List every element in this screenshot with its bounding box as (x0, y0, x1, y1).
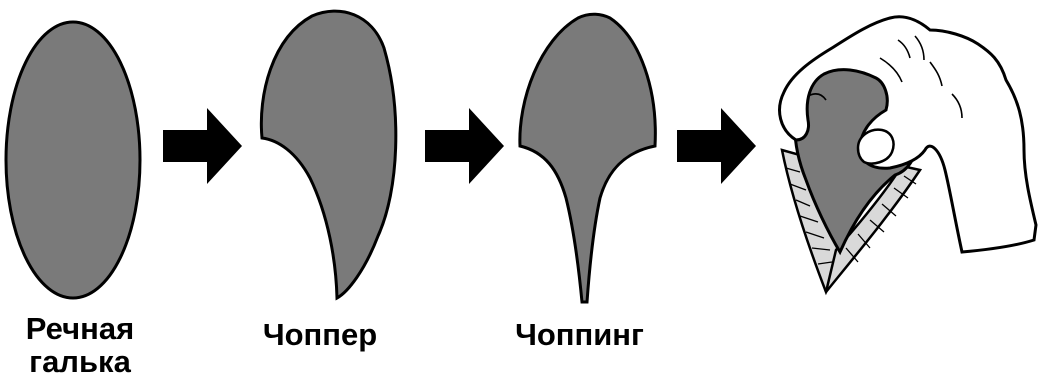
chopping-shape (520, 14, 655, 302)
label-chopping: Чоппинг (492, 318, 667, 351)
arrow-right-icon (677, 108, 756, 184)
arrow-right-icon (163, 108, 242, 184)
hand-tool-group (780, 17, 1036, 292)
thumbnail (858, 130, 894, 164)
label-chopper: Чоппер (245, 318, 395, 351)
chopper-shape (261, 11, 395, 298)
arrow-right-icon (425, 108, 504, 184)
label-river-pebble-line1: Речная (10, 312, 150, 345)
label-river-pebble-line2: галька (10, 345, 150, 378)
pebble-shape (6, 22, 140, 298)
label-river-pebble: Речная галька (10, 312, 150, 378)
